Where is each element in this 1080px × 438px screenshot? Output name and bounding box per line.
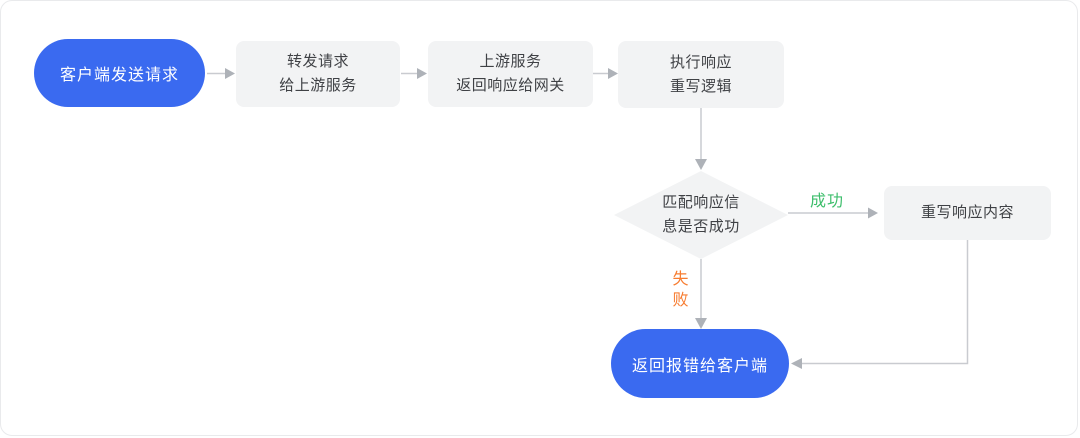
node-upstream-response: 上游服务 返回响应给网关 xyxy=(428,41,593,107)
node-forward-request: 转发请求 给上游服务 xyxy=(236,41,400,107)
edge-execute-to-decision-arrowhead xyxy=(695,159,707,170)
node-rewrite-content-label: 重写响应内容 xyxy=(920,204,1014,221)
node-forward-request-line1: 转发请求 xyxy=(286,53,349,70)
edge-label-fail: 失败 xyxy=(672,271,690,309)
node-execute-rewrite-logic-line1: 执行响应 xyxy=(669,53,732,71)
node-upstream-response-line1: 上游服务 xyxy=(479,53,542,70)
node-rewrite-content: 重写响应内容 xyxy=(884,186,1051,240)
node-return-error-label: 返回报错给客户端 xyxy=(631,357,768,375)
edge-start-to-forward-arrowhead xyxy=(225,68,235,79)
decision-match-response-line1: 匹配响应信 xyxy=(662,194,740,211)
decision-match-response-line2: 息是否成功 xyxy=(662,218,740,235)
edge-forward-to-upstream-arrowhead xyxy=(417,68,427,79)
node-forward-request-line2: 给上游服务 xyxy=(279,77,357,94)
edge-upstream-to-execute-arrowhead xyxy=(608,68,618,79)
node-upstream-response-line2: 返回响应给网关 xyxy=(456,77,565,94)
edge-decision-to-rewrite-arrowhead xyxy=(868,207,878,219)
node-execute-rewrite-logic: 执行响应 重写逻辑 xyxy=(618,41,784,108)
edge-rewrite-to-error xyxy=(802,240,969,365)
node-execute-rewrite-logic-line2: 重写逻辑 xyxy=(669,77,732,95)
node-client-request: 客户端发送请求 xyxy=(34,39,205,107)
edge-label-success: 成功 xyxy=(810,193,845,210)
edge-decision-to-error-arrowhead xyxy=(695,318,707,329)
edge-rewrite-to-error-arrowhead xyxy=(791,358,802,369)
node-client-request-label: 客户端发送请求 xyxy=(59,67,179,84)
node-return-error: 返回报错给客户端 xyxy=(611,329,789,398)
